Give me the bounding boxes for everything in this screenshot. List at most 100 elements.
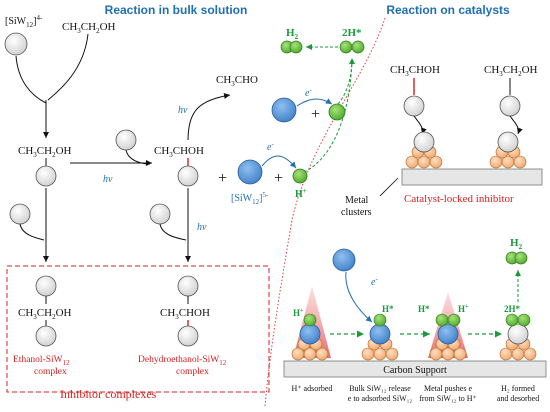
siw-anion-label: [SiW12]4- — [5, 14, 43, 29]
metal-clusters-pointer — [379, 177, 399, 197]
h2-label-top: H2 — [286, 27, 299, 41]
cat-ethanol-arrow — [509, 115, 523, 135]
plus-lower-2: + — [274, 170, 283, 187]
svg-text:H+: H+ — [458, 304, 469, 314]
step-2-caption-2: e to adsorbed SiW₁₂ — [348, 394, 413, 403]
cat-radical-circle — [403, 95, 425, 117]
step-2-h-star-label: H* — [382, 304, 394, 314]
inhibitor-complexes-title: Inhibitor complexes — [60, 387, 157, 401]
ethanol-complex-label: Ethanol-SiW12 complex — [13, 355, 70, 377]
svg-text:H2: H2 — [286, 27, 299, 41]
svg-text:complex: complex — [176, 367, 209, 377]
h-star-circle-a — [339, 40, 353, 54]
siw5-label: [SiW12]5- — [231, 191, 269, 206]
step-3-caption-2: from SiW₁₂ to H⁺ — [419, 394, 477, 403]
svg-text:H2: H2 — [510, 237, 523, 251]
green-arrow-up-2 — [303, 59, 353, 173]
step-1-h-plus-label: H+ — [293, 308, 304, 318]
acetaldehyde-formula: CH3CHO — [216, 74, 258, 88]
ethanol-complex-formula: CH3CH2OH — [18, 307, 72, 321]
e-label-lower: e- — [267, 140, 274, 153]
cat-ethanol-formula: CH3CH2OH — [484, 64, 538, 78]
step-4-caption-2: and desorbed — [497, 394, 539, 403]
dehydro-complex-formula: CH3CHOH — [160, 307, 210, 321]
inhibitor-box — [6, 265, 270, 393]
siw-anion-circle — [4, 32, 28, 56]
e-label-upper: e- — [305, 86, 312, 99]
dehydro-complex-top-circle — [177, 275, 199, 297]
siw-circle-left-low — [9, 203, 31, 225]
step-3-caption-1: Metal pushes e — [424, 384, 472, 393]
h-star-circle-b — [351, 40, 365, 54]
h-plus-label: H+ — [295, 187, 307, 200]
step-2-caption-1: Bulk SiW₁₂ release — [349, 384, 411, 393]
hv-label-1: hv — [103, 174, 113, 185]
metal-cluster-1 — [405, 131, 443, 169]
h2-desorbed-b — [514, 251, 528, 265]
svg-text:e-: e- — [305, 86, 312, 99]
radical-formula: CH3CHOH — [154, 145, 204, 159]
cat-radical-arrow — [413, 115, 427, 135]
step-1-cluster — [291, 313, 329, 361]
h2-circle-b — [289, 40, 303, 54]
svg-text:CH3CH2OH: CH3CH2OH — [18, 307, 72, 321]
step-3-h-plus-label: H+ — [458, 304, 469, 314]
step-4-cluster — [499, 313, 537, 361]
metal-cluster-2 — [489, 131, 527, 169]
carbon-support — [283, 360, 547, 378]
hv-label-2: hv — [178, 105, 188, 116]
plus-upper: + — [311, 106, 320, 123]
svg-text:[SiW12]5-: [SiW12]5- — [231, 191, 269, 206]
green-arrow-up-1 — [337, 57, 355, 105]
cat-ethanol-circle — [499, 95, 521, 117]
dehydro-complex-bottom-circle — [177, 325, 199, 347]
section-divider — [264, 17, 386, 407]
svg-text:CH3CH2OH: CH3CH2OH — [484, 64, 538, 78]
ethanol-complex-bottom-circle — [35, 325, 57, 347]
step-4-caption-1: H₂ formed — [501, 384, 535, 393]
header-catalysts: Reaction on catalysts — [386, 3, 510, 17]
svg-text:H+: H+ — [295, 187, 307, 200]
siw5-upper-circle — [271, 97, 297, 123]
metal-clusters-label-1: Metal — [345, 195, 369, 206]
incoming-e-arrow — [345, 271, 373, 323]
h-plus-circle — [292, 168, 308, 184]
svg-text:CH3CHOH: CH3CHOH — [390, 64, 440, 78]
catalyst-locked-inhibitor-label: Catalyst-locked inhibitor — [404, 193, 514, 205]
e-arrow-upper — [296, 98, 333, 107]
radical-circle — [177, 165, 199, 187]
svg-text:CH3CHOH: CH3CHOH — [160, 307, 210, 321]
step-3-cluster — [429, 313, 467, 361]
e-arrow-lower — [261, 155, 297, 169]
ethanol-free-formula: CH3CH2OH — [62, 21, 116, 35]
h-star-upper — [328, 103, 346, 121]
svg-text:CH3CH2OH: CH3CH2OH — [62, 21, 116, 35]
incoming-e-label: e- — [371, 275, 378, 288]
step-4-two-h-star-label: 2H* — [504, 304, 521, 314]
step-3-h-star-label: H* — [418, 304, 430, 314]
svg-text:[SiW12]4-: [SiW12]4- — [5, 14, 43, 29]
step-1-caption: H⁺ adsorbed — [292, 384, 333, 393]
step-2-cluster — [361, 313, 399, 361]
two-h-star-label: 2H* — [342, 27, 362, 39]
svg-text:e-: e- — [267, 140, 274, 153]
dehydro-complex-label: Dehydroethanol-SiW12 complex — [138, 355, 227, 377]
svg-text:CH3CHOH: CH3CHOH — [154, 145, 204, 159]
right-low-curve — [159, 223, 187, 241]
h2-desorbed-label: H2 — [510, 237, 523, 251]
svg-text:H+: H+ — [293, 308, 304, 318]
support-top — [401, 168, 543, 186]
merge-arrow-left — [15, 55, 47, 104]
siw-circle-mid — [115, 129, 137, 151]
svg-text:Dehydroethanol-SiW12: Dehydroethanol-SiW12 — [138, 355, 227, 367]
mid-curve-arrow — [125, 149, 151, 165]
header-bulk: Reaction in bulk solution — [105, 3, 248, 17]
metal-clusters-label-2: clusters — [341, 207, 372, 218]
ethanol-complex-top-circle — [35, 275, 57, 297]
siw5-lower-circle — [237, 159, 263, 185]
carbon-support-label: Carbon Support — [383, 365, 447, 376]
merge-arrow-right — [47, 33, 89, 101]
ethanol-bound-circle — [35, 165, 57, 187]
svg-text:complex: complex — [34, 367, 67, 377]
svg-text:e-: e- — [371, 275, 378, 288]
